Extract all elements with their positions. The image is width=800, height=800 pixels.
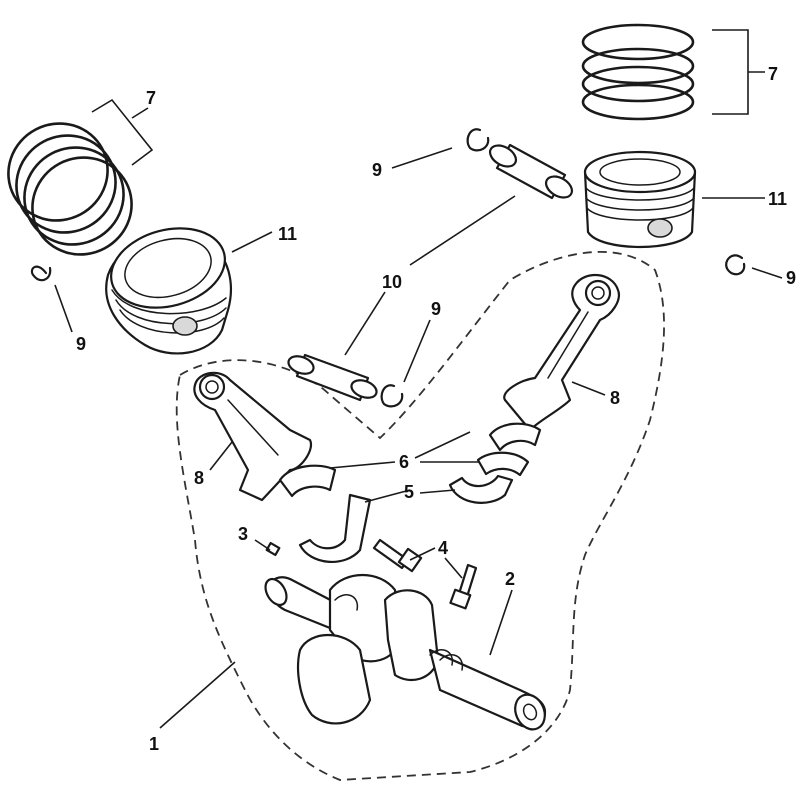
callout-connecting-rod-right: 8 [610, 388, 620, 408]
cap-bolts [372, 538, 478, 610]
callout-clip-top: 9 [372, 160, 382, 180]
piston-pin-clip-center [380, 384, 404, 408]
bearing-shells-lower [298, 474, 514, 564]
callout-clip-left: 9 [76, 334, 86, 354]
piston-pin-clip-right [725, 254, 746, 276]
piston-pin-top [488, 143, 574, 200]
callout-bearing-lower: 5 [404, 482, 414, 502]
piston-right [583, 150, 697, 249]
piston-pin-clip-left [30, 265, 52, 282]
connecting-rod-left [193, 371, 313, 502]
piston-left [105, 227, 232, 355]
assembly-boundary [175, 251, 665, 781]
piston-pin-center [287, 353, 378, 402]
bearing-shells-upper [278, 422, 542, 498]
callout-crankshaft: 2 [505, 569, 515, 589]
crankshaft [264, 573, 547, 731]
callout-piston-left: 11 [278, 224, 297, 244]
callout-connecting-rod-left: 8 [194, 468, 204, 488]
callout-bearing-upper: 6 [399, 452, 409, 472]
callout-piston-rings-right: 7 [768, 64, 778, 84]
plug [265, 541, 281, 557]
callout-cap-bolts: 4 [438, 538, 448, 558]
callout-piston-right: 11 [768, 189, 787, 209]
callout-piston-rings-left: 7 [146, 88, 156, 108]
callout-clip-right: 9 [786, 268, 796, 288]
connecting-rod-right [503, 273, 620, 432]
callout-clip-center: 9 [431, 299, 441, 319]
piston-rings-right [581, 23, 695, 121]
callout-labels: 1 2 3 4 5 6 7 7 8 8 9 9 9 9 10 10 11 11 [76, 64, 796, 754]
callout-crankshaft-assembly: 1 [149, 734, 159, 754]
leader-lines [54, 29, 783, 729]
callout-plug: 3 [238, 524, 248, 544]
piston-rings-left [7, 122, 133, 256]
callout-pin-top: 10 [382, 272, 402, 292]
piston-pin-clip-top [466, 128, 490, 152]
